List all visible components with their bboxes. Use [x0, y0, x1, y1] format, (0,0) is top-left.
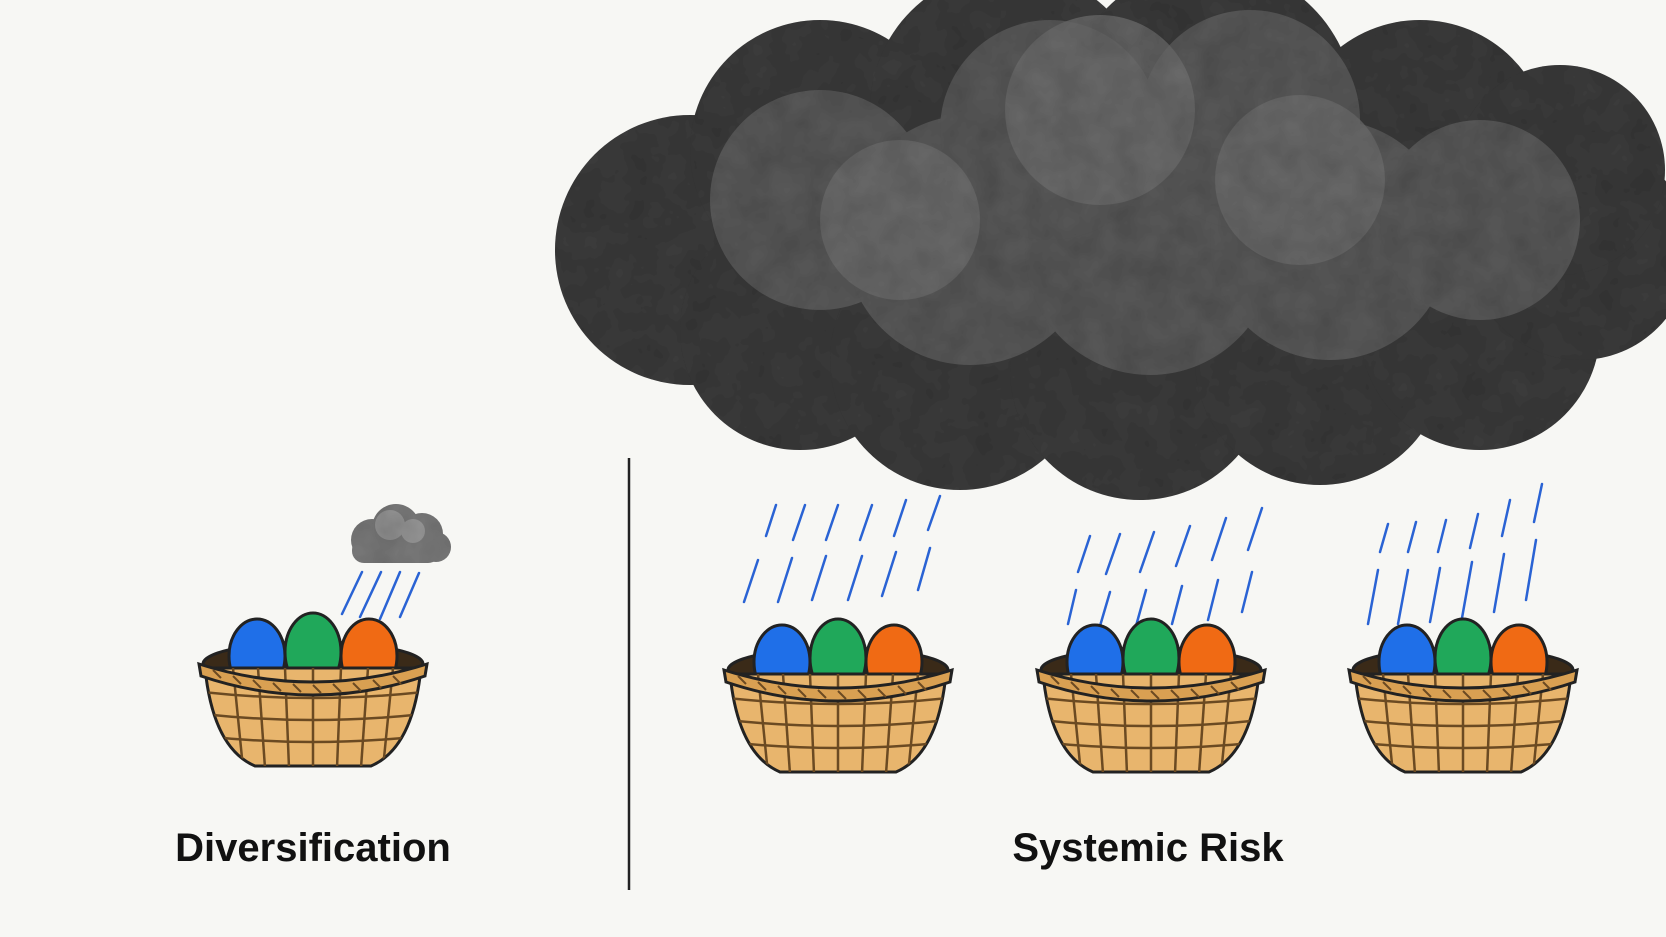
egg-basket-icon [199, 613, 427, 768]
egg-basket-icon [1037, 619, 1265, 774]
diversification-label: Diversification [175, 826, 451, 870]
systemic-risk-label: Systemic Risk [1012, 826, 1284, 870]
heavy-rain [742, 482, 1544, 628]
egg-basket-icon [724, 619, 952, 774]
small-rain-cloud-icon [351, 504, 451, 563]
small-rain [340, 570, 421, 621]
egg-basket-icon [1349, 619, 1577, 774]
storm-cloud-icon [555, 0, 1666, 500]
